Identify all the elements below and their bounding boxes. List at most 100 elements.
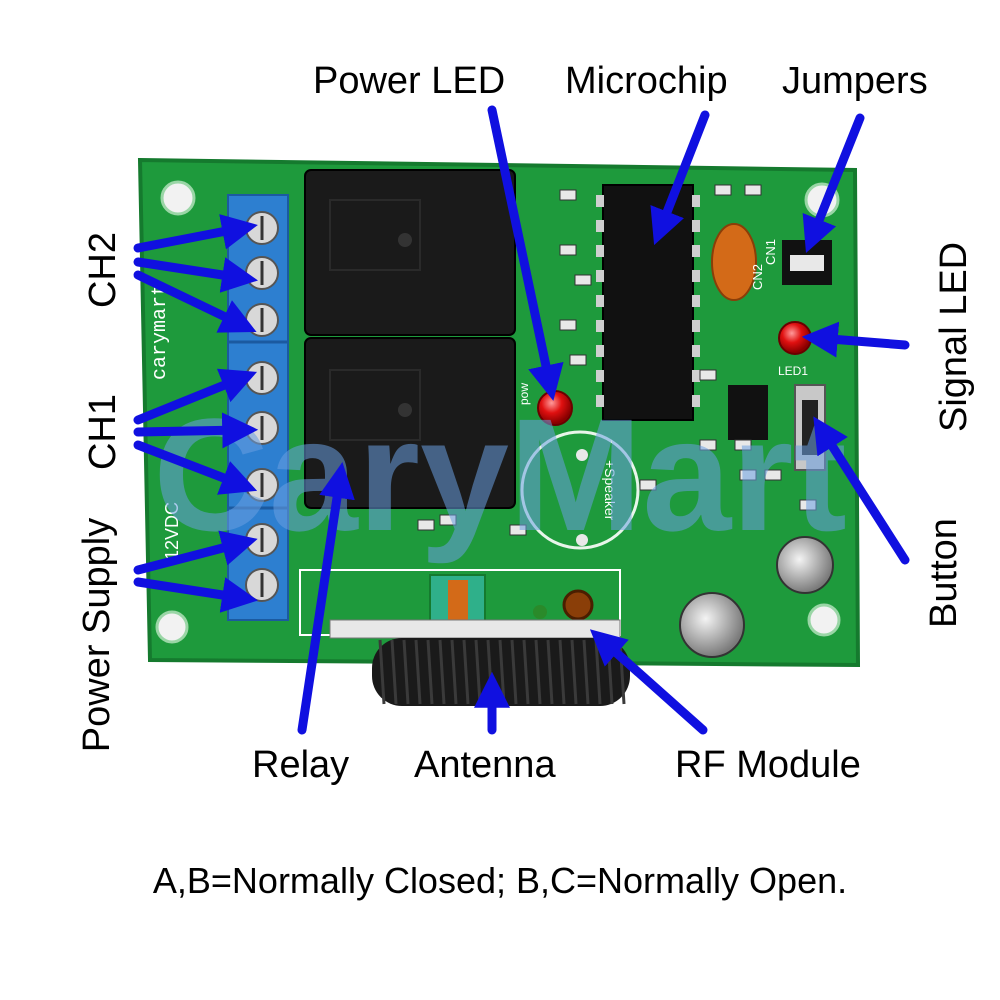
ic-pin (596, 220, 604, 232)
antenna-turn (462, 639, 470, 705)
microchip-ic (596, 184, 700, 421)
board-brand-text: carymart (149, 284, 172, 380)
smd-part (417, 519, 435, 531)
ic-pin (596, 195, 604, 207)
smd-part (764, 469, 782, 481)
smd-part (569, 354, 587, 366)
label-jumpers: Jumpers (782, 60, 928, 102)
smd-part (639, 479, 657, 491)
ic-pin (596, 370, 604, 382)
antenna-turn (390, 639, 398, 705)
label-antenna: Antenna (414, 744, 556, 786)
jumper-header: CN1 CN2 (750, 239, 832, 290)
label-rf-module: RF Module (675, 744, 861, 786)
electrolytic-cap-1 (679, 592, 745, 658)
ceramic-capacitor (711, 223, 757, 301)
smd-part (744, 184, 762, 196)
antenna-turn (438, 639, 446, 705)
callout-arrow (133, 440, 258, 495)
mount-hole-br (807, 603, 841, 637)
ic-pin (596, 320, 604, 332)
ic-pin (692, 220, 700, 232)
callout-arrow (487, 105, 564, 401)
label-power-supply: Power Supply (76, 517, 118, 753)
ic-pin (692, 295, 700, 307)
electrolytic-cap-2 (776, 536, 834, 594)
cn2-text: CN2 (750, 264, 765, 290)
ic-pin (596, 345, 604, 357)
callout-arrow (650, 110, 710, 246)
relay-1 (304, 169, 516, 336)
antenna-turn (522, 639, 530, 705)
callout-arrow (133, 368, 258, 425)
smd-part (559, 189, 577, 201)
callout-arrow (133, 257, 259, 293)
ic-pin (692, 245, 700, 257)
antenna-turn (414, 639, 422, 705)
rf-module (299, 569, 621, 639)
label-button: Button (923, 518, 965, 628)
ic-pin (596, 270, 604, 282)
callout-arrow (133, 577, 259, 613)
smd-components (417, 184, 817, 536)
ic-pin (692, 195, 700, 207)
callout-arrows (133, 105, 910, 735)
ic-pin (596, 395, 604, 407)
smd-part (559, 244, 577, 256)
label-signal-led: Signal LED (933, 241, 975, 432)
antenna-turn (426, 639, 434, 705)
ic-pin (692, 270, 700, 282)
callout-arrow (801, 321, 910, 358)
callout-arrow (133, 214, 258, 253)
smd-part (699, 369, 717, 381)
antenna-turn (510, 639, 518, 705)
signal-led (778, 321, 812, 355)
antenna-coil (372, 638, 630, 706)
antenna-turn (402, 639, 410, 705)
ic-pin (692, 395, 700, 407)
ic-pin (596, 245, 604, 257)
antenna-turn (546, 639, 554, 705)
ic-pin (692, 345, 700, 357)
smd-part (699, 439, 717, 451)
smd-part (509, 524, 527, 536)
antenna-turn (534, 639, 542, 705)
callout-arrow (297, 461, 355, 735)
pow-text: pow (517, 383, 531, 405)
ic-pin (692, 370, 700, 382)
speaker-outline: +Speaker (520, 430, 640, 550)
note-text: A,B=Normally Closed; B,C=Normally Open. (152, 860, 848, 901)
label-ch1: CH1 (82, 393, 124, 471)
antenna-turn (558, 639, 566, 705)
label-power-led: Power LED (313, 60, 506, 102)
smd-part (574, 274, 592, 286)
smd-part (799, 499, 817, 511)
terminal-screw (245, 256, 279, 290)
antenna-turn (378, 639, 386, 705)
ic-pin (692, 320, 700, 332)
relay-2 (304, 337, 516, 509)
callout-arrow (133, 412, 259, 449)
smd-part (559, 319, 577, 331)
callout-arrow (589, 629, 708, 735)
antenna-turn (582, 639, 590, 705)
ic-pin (596, 295, 604, 307)
callout-arrow (133, 270, 257, 333)
callout-arrow (813, 416, 910, 565)
label-relay: Relay (252, 744, 350, 786)
smd-part (734, 439, 752, 451)
smd-part (739, 469, 757, 481)
smd-part (439, 514, 457, 526)
smd-part (714, 184, 732, 196)
terminal-screw (245, 303, 279, 337)
terminal-screw (245, 568, 279, 602)
small-ic (728, 385, 768, 440)
watermark: CaryMart (153, 385, 847, 564)
mount-hole-bl (155, 610, 189, 644)
callout-arrow (133, 530, 258, 575)
antenna-turn (570, 639, 578, 705)
cn1-text: CN1 (763, 239, 778, 265)
speaker-text: +Speaker (602, 460, 618, 521)
mount-hole-tl (160, 180, 196, 216)
